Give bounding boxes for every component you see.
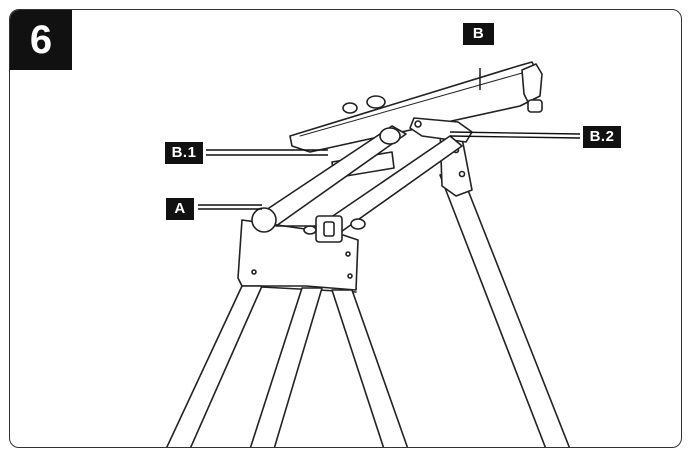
step-number-badge: 6 [10,10,72,70]
sawhorse-illustration [166,61,581,447]
beam-knob-mid [366,95,386,109]
label-b: B [463,23,494,45]
label-b1: B.1 [165,142,203,164]
top-beam [289,61,539,153]
clamp-handle-right [350,218,366,230]
pivot-knob [379,127,401,145]
label-a: A [166,198,194,220]
beam-end-knob [527,99,543,113]
label-b2: B.2 [583,126,621,148]
leader-line-b2 [449,131,581,135]
figure-frame: 6 B B.1 B.2 A [9,9,682,448]
front-leg-right [331,289,409,447]
beam-end-cap [521,63,543,103]
front-leg-inner [249,287,323,447]
tube-end-cap [251,207,277,233]
rear-leg-right [439,169,571,447]
clamp-handle-left [303,225,317,235]
front-leg-left [166,285,263,447]
leader-line-b2-secondary [449,135,581,139]
beam-knob-left [342,102,358,114]
